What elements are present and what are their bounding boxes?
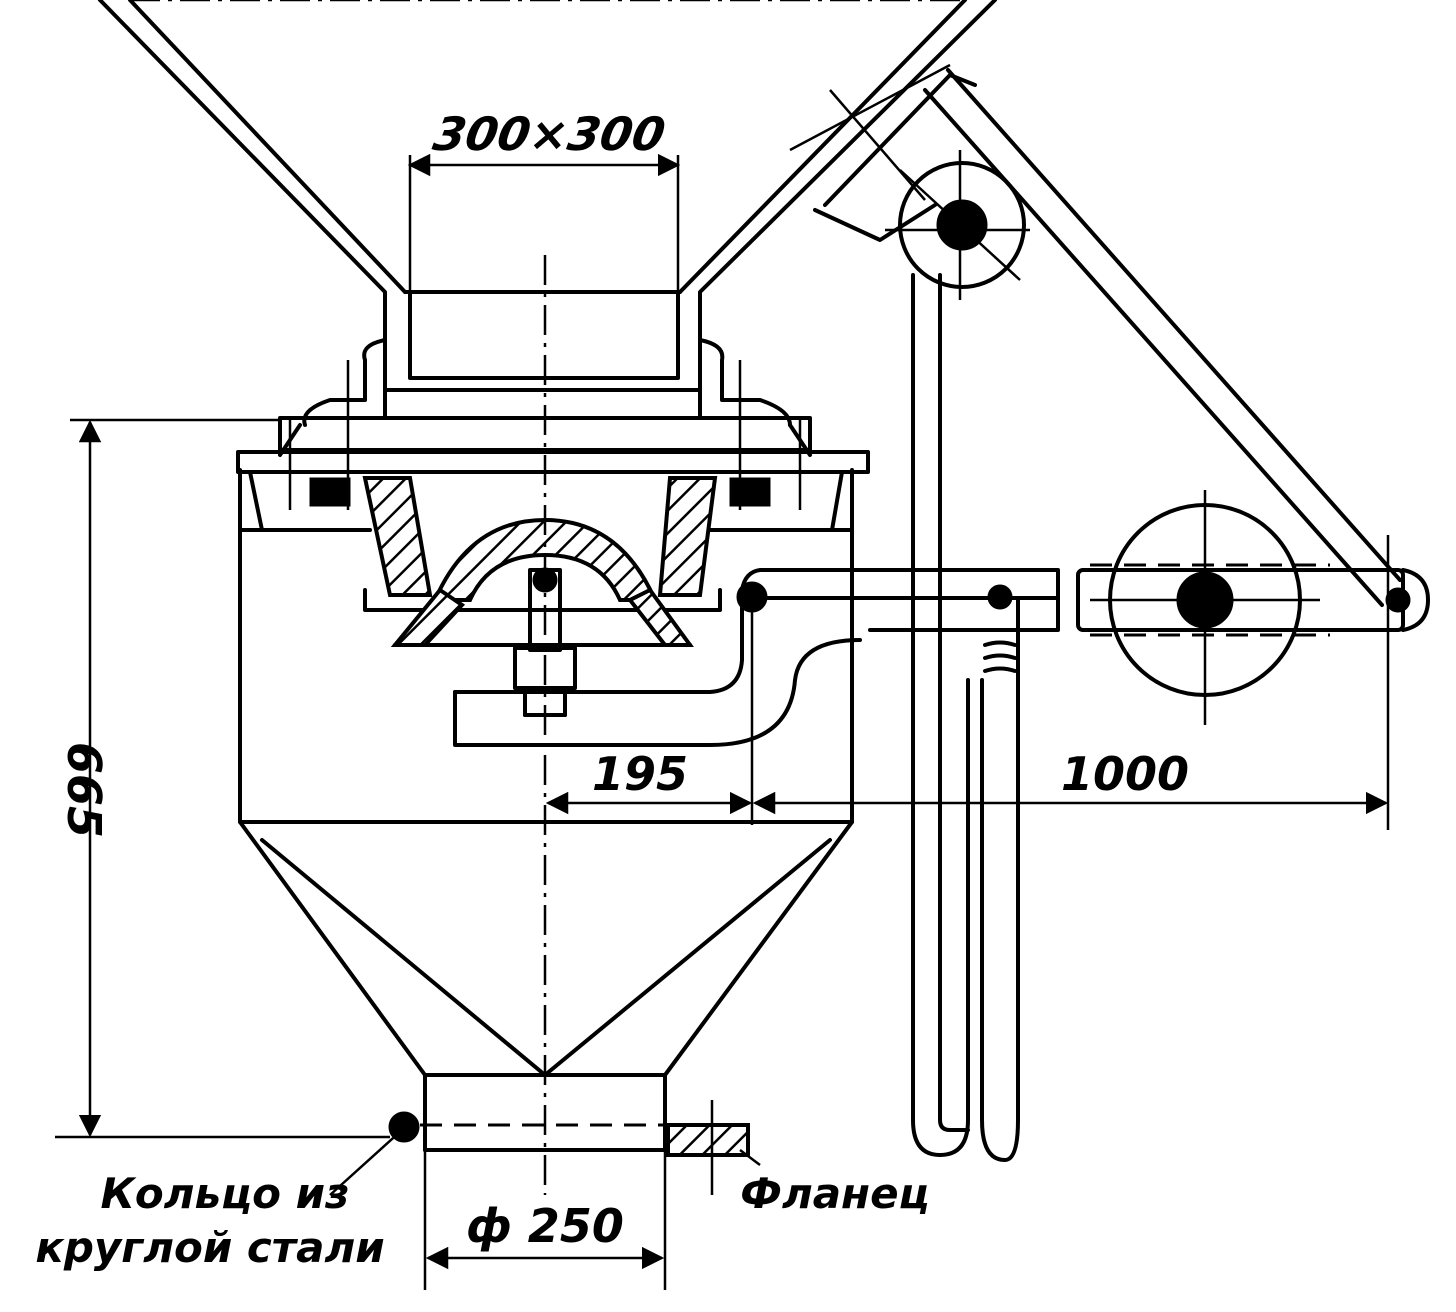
- dim-height: [55, 418, 390, 1139]
- pulley-wheel: [885, 150, 1030, 300]
- label-height: 665: [57, 742, 111, 838]
- pull-rod: [911, 273, 1020, 1162]
- counterweight: [1090, 490, 1320, 725]
- label-ring-line2: круглой стали: [35, 1223, 384, 1272]
- diagonal-brace: [789, 63, 1402, 607]
- lever-arm: [736, 563, 1430, 637]
- hopper-funnel: [98, 0, 997, 392]
- label-outlet-diameter: ф 250: [466, 1199, 624, 1253]
- dim-horizontal: [545, 535, 1390, 830]
- valve-assembly: [362, 476, 862, 747]
- label-flange: Фланец: [740, 1169, 929, 1218]
- dim-outlet: [423, 1150, 667, 1290]
- body-cylinder: [236, 360, 870, 824]
- flange-leader: [739, 1149, 761, 1166]
- label-inlet-size: 300×300: [429, 107, 669, 161]
- inlet-duct: [403, 153, 682, 380]
- label-lever-length: 1000: [1061, 747, 1189, 801]
- ring-leader: [329, 1129, 403, 1196]
- label-ring-line1: Кольцо из: [101, 1169, 350, 1218]
- label-offset: 195: [592, 747, 688, 801]
